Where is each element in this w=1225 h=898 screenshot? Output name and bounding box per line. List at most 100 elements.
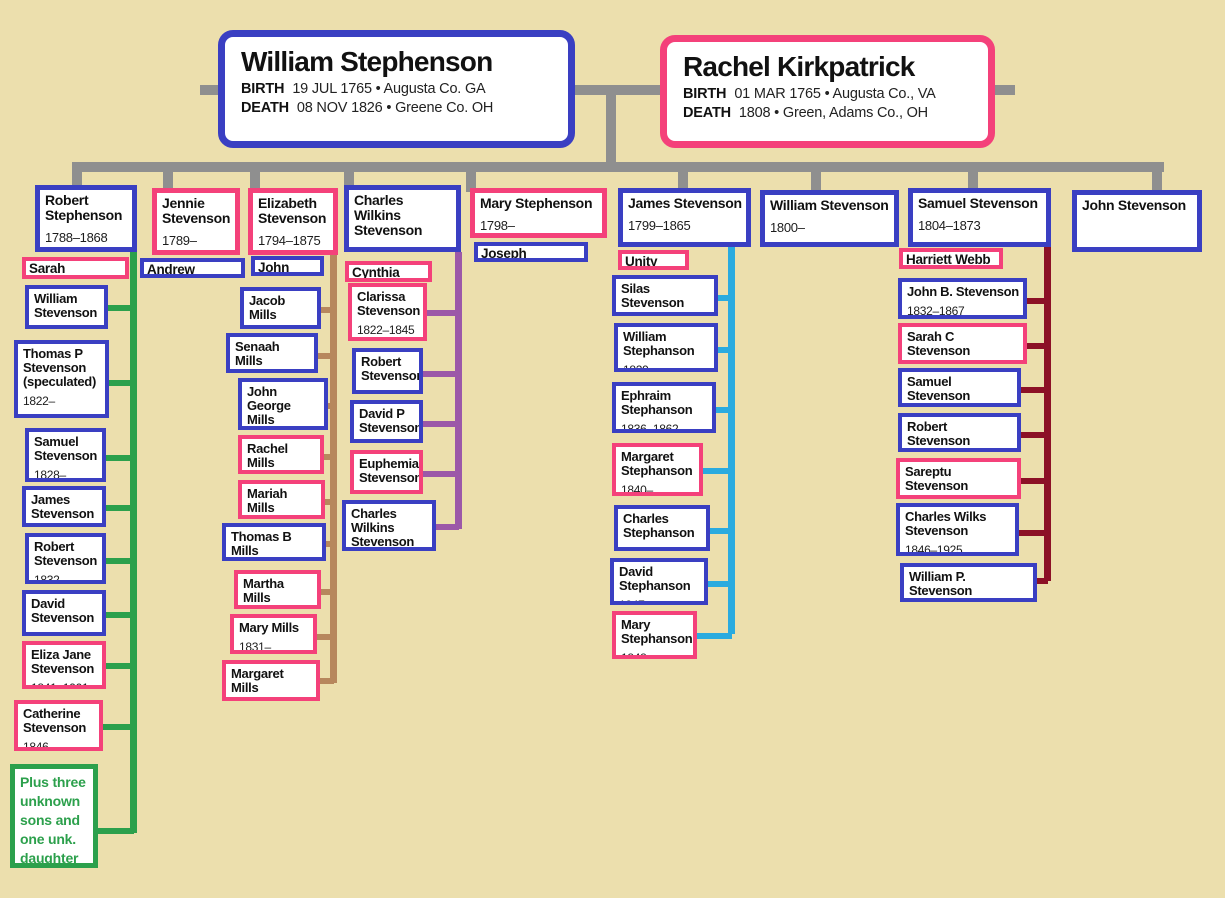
person-name: Cynthia Scott (352, 265, 400, 280)
connector-stub-jacob-mills (317, 307, 334, 313)
person-name: Martha Mills (243, 576, 284, 606)
person-box-thomas-p-stevenson[interactable]: Thomas P Stevenson (speculated)1822– (14, 340, 109, 418)
person-box-david-p-stevenson[interactable]: David P Stevenson1829– (350, 400, 423, 443)
person-name: Mary Stephenson (480, 195, 593, 211)
person-dates: 1798– (480, 218, 515, 234)
person-box-mary-stephenson[interactable]: Mary Stephenson 1798– (470, 188, 607, 238)
person-box-sarah-c-stevenson[interactable]: Sarah C Stevenson1835–1901 (898, 323, 1027, 364)
person-box-mariah-mills[interactable]: Mariah Mills1825–1910 (238, 480, 325, 519)
person-box-charles-wilkins-stevenson-jr[interactable]: Charles Wilkins Stevenson (Jr.)1835–1910 (342, 500, 436, 551)
person-name: Charles Wilks Stevenson (905, 509, 987, 539)
person-box-sareptu-stevenson[interactable]: Sareptu Stevenson1843– (896, 458, 1021, 499)
person-dates: 1817–1850 (249, 327, 313, 329)
connector-child-stub-james-stevenson (678, 162, 688, 192)
person-box-silas-stevenson[interactable]: Silas Stevenson1823–1900 (612, 275, 718, 316)
person-dates: 1822– (23, 394, 55, 409)
person-box-charles-stephanson[interactable]: Charles Stephanson1844– (614, 505, 710, 551)
person-name: Margaret Mills (231, 666, 284, 696)
person-box-david-stephanson[interactable]: David Stephanson1847– (610, 558, 708, 605)
person-dates: 1829– (623, 363, 655, 372)
spouse-box-joseph-robinson[interactable]: Joseph Robinson (474, 242, 588, 262)
person-dates: 1836–1862 (621, 422, 679, 433)
person-box-charles-wilkins-stevenson[interactable]: Charles Wilkins Stevenson1796–1854 (344, 185, 461, 252)
connector-stub-robert-stevenson-1841 (1017, 432, 1048, 438)
person-dates: 1843– (905, 498, 1013, 499)
person-name: Jennie Stevenson (162, 195, 231, 227)
spouse-box-unity-new[interactable]: Unity New (618, 250, 689, 270)
person-name: Ephraim Stephanson (621, 388, 693, 418)
person-name: Charles Stephanson (623, 511, 695, 541)
person-box-william-p-stevenson[interactable]: William P. Stevenson1850–1885 (900, 563, 1037, 602)
person-box-senaah-mills[interactable]: Senaah Mills1818–1878 (226, 333, 318, 373)
spouse-box-john-mills[interactable]: John Mills (251, 256, 324, 276)
person-box-jacob-mills[interactable]: Jacob Mills 1817–1850 (240, 287, 321, 329)
person-box-robert-stevenson-1827[interactable]: Robert Stevenson1827–1855 (352, 348, 423, 394)
connector-stub-david-p-stevenson (419, 421, 459, 427)
person-box-james-stevenson-1830[interactable]: James Stevenson1830– (22, 486, 106, 527)
connector-stub-william-stephanson (714, 347, 732, 353)
person-box-euphemia-stevenson[interactable]: Euphemia Stevenson 1832– (350, 450, 423, 494)
spouse-box-sarah-cohagen[interactable]: Sarah Cohagen (22, 257, 129, 279)
person-name: Catherine Stevenson (23, 706, 87, 736)
person-name: Jacob Mills (249, 293, 286, 323)
person-dates: 1832– (34, 573, 66, 584)
spouse-box-harriett-webb[interactable]: Harriett Webb (899, 248, 1003, 269)
person-name: Joseph Robinson (481, 246, 527, 261)
person-box-margaret-mills[interactable]: Margaret Mills1832– (222, 660, 320, 701)
birth-value: 19 JUL 1765 • Augusta Co. GA (292, 81, 486, 98)
spouse-box-andrew-gibson[interactable]: Andrew Gibson (140, 258, 245, 278)
person-name: Charles Wilkins Stevenson (354, 192, 423, 239)
connector-stub-sareptu-stevenson (1017, 478, 1048, 484)
person-name: Mary Stephanson (621, 617, 693, 647)
person-dates: 1829– (359, 440, 415, 443)
person-name: William Stevenson (34, 291, 98, 321)
connector-stub-thomas-b-mills (322, 541, 334, 547)
person-name: Charles Wilkins Stevenson (Jr.) (351, 506, 415, 550)
person-box-thomas-b-mills[interactable]: Thomas B Mills1826– (222, 523, 326, 561)
person-box-david-stevenson-1834[interactable]: David Stevenson1834– (22, 590, 106, 636)
connector-child-stub-robert-stephenson (72, 162, 82, 192)
person-box-samuel-stevenson-1838[interactable]: Samuel Stevenson1838– (898, 368, 1021, 407)
person-name: Thomas B Mills (231, 529, 292, 559)
person-box-william-stevenson-1815[interactable]: William Stevenson1815– (25, 285, 108, 329)
person-box-ephraim-stephanson[interactable]: Ephraim Stephanson 1836–1862 (612, 382, 716, 433)
person-name: John George Mills (247, 384, 291, 428)
connector-stub-david-stevenson-1834 (102, 612, 134, 618)
person-name: Euphemia Stevenson (359, 456, 423, 486)
spouse-box-cynthia-scott[interactable]: Cynthia Scott (345, 261, 432, 282)
person-box-rachel-mills[interactable]: Rachel Mills1822–1880 (238, 435, 324, 474)
death-label: DEATH (241, 100, 289, 117)
person-dates: 1799–1865 (628, 218, 691, 234)
connector-stub-catherine-stevenson (99, 724, 134, 730)
person-dates: 1823–1900 (621, 315, 710, 316)
person-dates: 1832– (359, 490, 415, 494)
connector-stub-john-b-stevenson (1023, 298, 1048, 304)
person-box-john-george-mills[interactable]: John George Mills1820–1863 (238, 378, 328, 430)
person-name: Rachel Mills (247, 441, 288, 471)
connector-stub-eliza-jane-stevenson (102, 663, 134, 669)
person-box-john-stevenson[interactable]: John Stevenson (1072, 190, 1202, 252)
person-dates: 1800– (770, 220, 805, 236)
person-box-martha-mills[interactable]: Martha Mills1828– (234, 570, 321, 609)
